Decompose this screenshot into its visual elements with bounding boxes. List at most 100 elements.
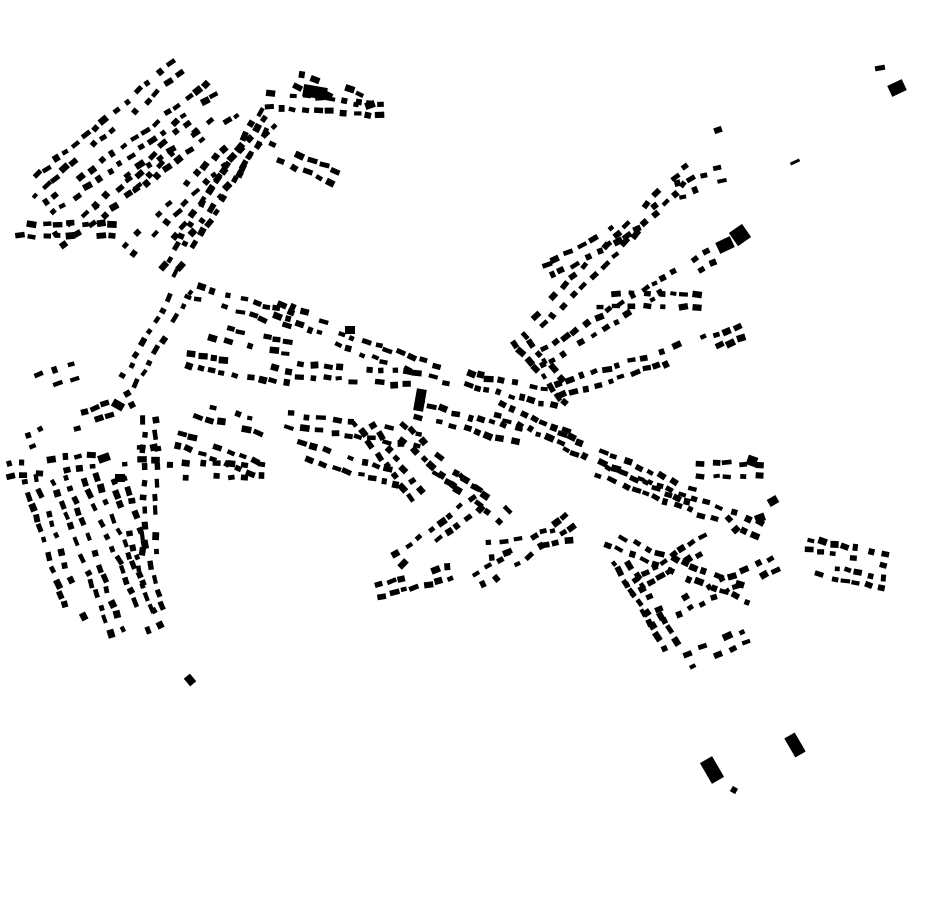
building	[46, 455, 57, 464]
building	[142, 506, 148, 514]
building	[257, 461, 266, 468]
building	[469, 483, 481, 493]
building	[628, 290, 635, 295]
building	[33, 473, 39, 483]
building	[75, 464, 84, 472]
building	[137, 143, 146, 151]
building	[65, 231, 76, 240]
building	[687, 485, 698, 492]
building	[110, 398, 126, 412]
building	[610, 464, 622, 474]
building	[680, 592, 691, 602]
building	[688, 663, 697, 670]
building	[181, 459, 191, 467]
building	[476, 414, 486, 424]
building	[87, 578, 95, 589]
building	[124, 175, 134, 184]
building	[377, 101, 384, 107]
building	[288, 106, 296, 113]
building	[654, 549, 666, 558]
building	[171, 240, 181, 252]
building	[196, 282, 207, 292]
building	[91, 200, 101, 210]
building	[683, 497, 691, 506]
building	[84, 488, 95, 500]
building	[141, 178, 152, 189]
building	[558, 301, 568, 311]
building	[612, 229, 623, 240]
building	[529, 383, 538, 390]
building	[94, 174, 104, 184]
building	[171, 127, 180, 136]
building	[524, 356, 536, 368]
building	[510, 437, 521, 446]
building	[459, 474, 471, 485]
building	[52, 379, 64, 388]
building	[676, 543, 687, 554]
building	[375, 342, 384, 349]
building	[130, 107, 140, 116]
building	[482, 507, 492, 516]
building	[153, 315, 161, 324]
building	[493, 411, 502, 419]
building	[67, 361, 75, 368]
building	[396, 482, 409, 494]
building	[165, 58, 177, 68]
building	[559, 528, 568, 537]
building	[324, 107, 334, 114]
building	[739, 461, 748, 468]
building	[293, 150, 306, 161]
building	[41, 164, 52, 174]
building	[111, 201, 119, 209]
building	[576, 241, 588, 250]
building	[281, 351, 290, 357]
building	[710, 514, 719, 523]
building	[639, 354, 648, 362]
building	[736, 333, 747, 343]
building	[629, 368, 642, 378]
building	[376, 593, 387, 601]
building	[538, 360, 547, 369]
building	[353, 101, 360, 108]
building	[738, 628, 746, 636]
building	[483, 375, 494, 383]
building	[151, 456, 160, 464]
building	[205, 116, 215, 126]
building	[272, 336, 281, 343]
building	[418, 436, 429, 447]
building	[302, 167, 314, 176]
building	[643, 290, 652, 297]
building	[141, 479, 148, 487]
building	[408, 583, 420, 592]
building	[246, 342, 254, 350]
building	[678, 180, 687, 189]
building	[244, 469, 256, 479]
building	[483, 562, 493, 570]
building	[156, 138, 169, 149]
building	[371, 462, 381, 470]
building	[224, 292, 231, 299]
building	[584, 252, 593, 261]
building	[162, 217, 172, 227]
building	[129, 249, 138, 259]
building	[318, 318, 329, 326]
building	[265, 89, 276, 97]
building	[627, 303, 636, 310]
building	[61, 148, 69, 156]
building	[246, 415, 253, 421]
building	[880, 574, 887, 582]
building	[551, 539, 560, 547]
building	[161, 162, 173, 173]
building	[386, 577, 398, 586]
building	[296, 438, 308, 447]
building	[556, 438, 566, 447]
building	[158, 307, 167, 315]
building	[210, 354, 218, 362]
building	[628, 550, 637, 559]
building	[157, 600, 166, 611]
building	[549, 401, 559, 409]
building	[621, 220, 631, 230]
building	[574, 438, 584, 448]
building	[627, 587, 637, 598]
building	[199, 96, 211, 107]
